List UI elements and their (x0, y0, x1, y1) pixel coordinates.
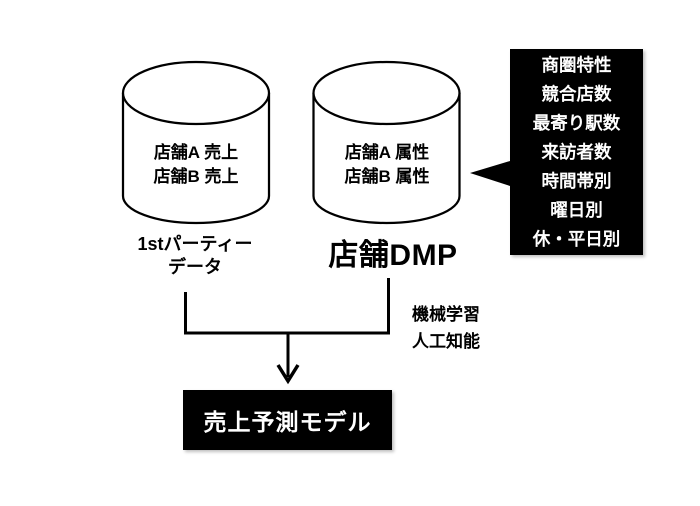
left-cylinder-line-2: 店舗B 売上 (153, 167, 239, 186)
right-cylinder-top (312, 60, 461, 126)
right-cylinder-body (312, 93, 461, 225)
first-party-data-label-line-1: 1stパーティー (137, 234, 253, 254)
sales-forecast-model-label: 売上予測モデル (203, 409, 372, 435)
store-dmp-label: 店舗DMP (328, 239, 458, 272)
callout-item: 休・平日別 (532, 228, 621, 249)
callout-item: 来訪者数 (541, 141, 612, 162)
sales-forecast-model-box: 売上予測モデル (183, 390, 392, 450)
left-cylinder-line-1: 店舗A 売上 (153, 143, 239, 162)
left-cylinder-body (121, 93, 271, 225)
left-cylinder-text: 店舗A 売上 店舗B 売上 (123, 141, 269, 189)
down-arrow-icon (276, 333, 300, 385)
right-cylinder-line-1: 店舗A 属性 (344, 143, 430, 162)
down-arrow-head (276, 364, 300, 385)
callout-item: 最寄り駅数 (532, 112, 621, 133)
first-party-data-label: 1stパーティー データ (110, 233, 280, 279)
process-label: 機械学習 人工知能 (412, 301, 480, 355)
connector-bracket (184, 278, 390, 335)
database-cylinder-right-icon (312, 60, 461, 225)
right-cylinder-text: 店舗A 属性 店舗B 属性 (314, 141, 460, 189)
database-cylinder-left-icon (121, 60, 271, 225)
callout-item: 曜日別 (550, 199, 603, 220)
right-cylinder-line-2: 店舗B 属性 (344, 167, 430, 186)
process-label-line-1: 機械学習 (412, 305, 480, 324)
left-cylinder-top (121, 60, 271, 126)
attributes-callout: 商圏特性 競合店数 最寄り駅数 来訪者数 時間帯別 曜日別 休・平日別 (510, 49, 643, 255)
callout-tail-icon (470, 161, 510, 186)
process-label-line-2: 人工知能 (412, 332, 480, 351)
callout-item: 競合店数 (541, 83, 612, 104)
first-party-data-label-line-2: データ (168, 257, 222, 277)
callout-item: 時間帯別 (541, 170, 612, 191)
callout-item: 商圏特性 (541, 54, 612, 75)
